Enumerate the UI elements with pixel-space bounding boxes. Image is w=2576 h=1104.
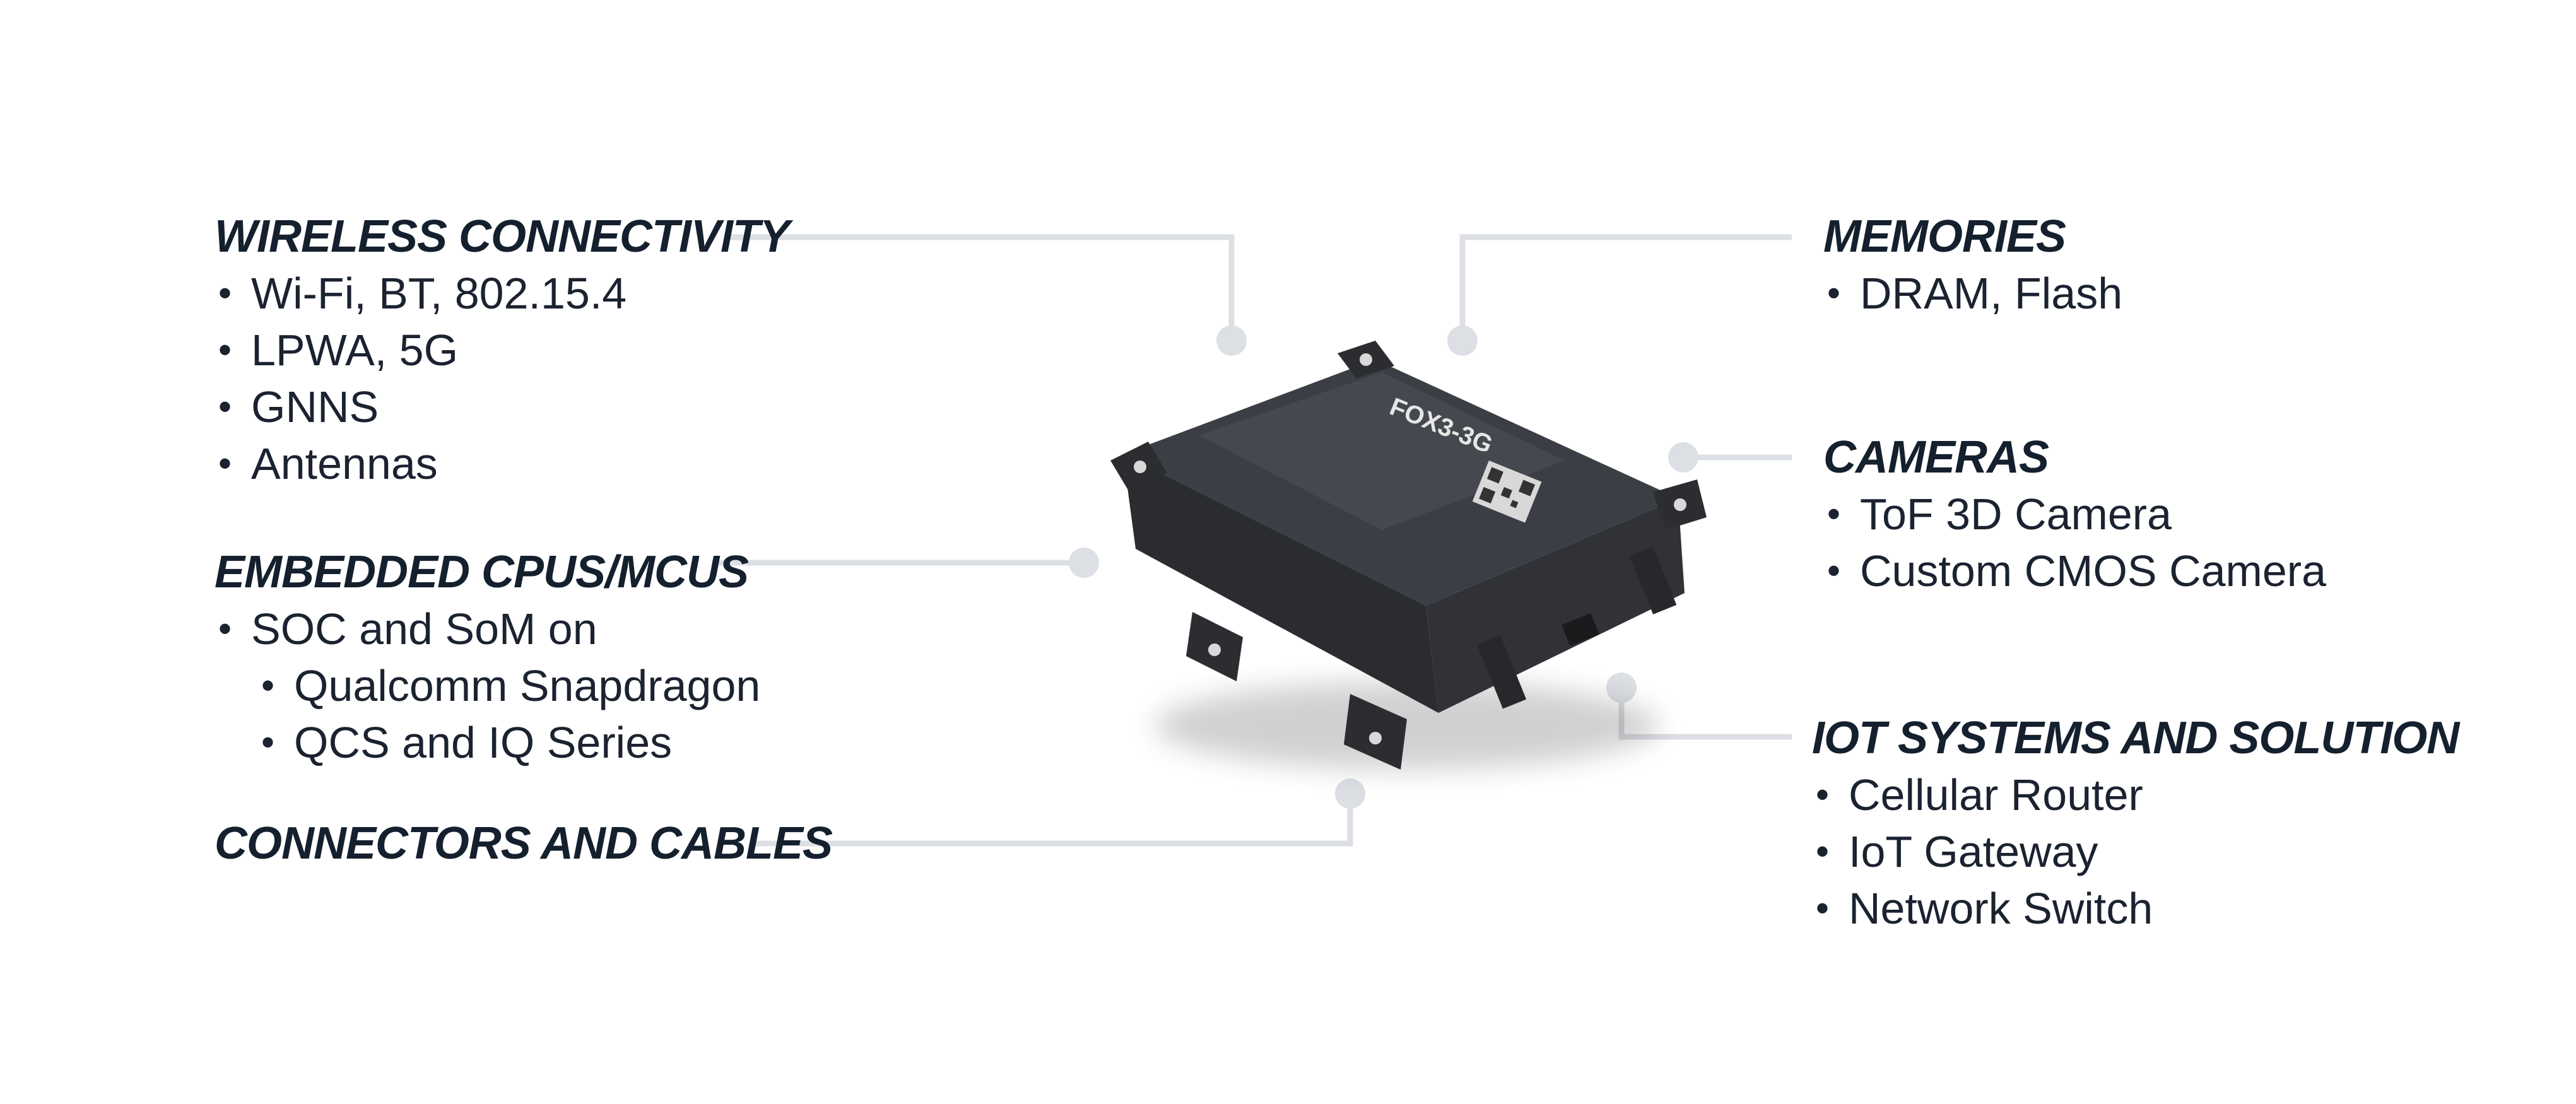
connector-connectors bbox=[754, 794, 1353, 847]
list-item: •SOC and SoM on bbox=[215, 601, 760, 657]
section-cameras: CAMERAS •ToF 3D Camera •Custom CMOS Came… bbox=[1823, 429, 2326, 599]
list-item: •LPWA, 5G bbox=[215, 322, 789, 379]
dot-iot bbox=[1606, 672, 1637, 703]
bullet-icon: • bbox=[261, 664, 275, 707]
connector-wireless bbox=[729, 234, 1235, 341]
memories-title: MEMORIES bbox=[1823, 211, 2066, 262]
bullet-icon: • bbox=[218, 329, 232, 371]
list-item: •ToF 3D Camera bbox=[1823, 486, 2326, 543]
section-memories: MEMORIES •DRAM, Flash bbox=[1823, 208, 2122, 322]
embedded-title: EMBEDDED CPUS/MCUS bbox=[215, 547, 749, 597]
bullet-icon: • bbox=[1816, 887, 1830, 929]
bullet-icon: • bbox=[218, 272, 232, 314]
connectors-title: CONNECTORS AND CABLES bbox=[215, 818, 833, 869]
bullet-icon: • bbox=[1827, 272, 1841, 314]
iot-title: IOT SYSTEMS AND SOLUTION bbox=[1812, 713, 2459, 763]
section-iot: IOT SYSTEMS AND SOLUTION •Cellular Route… bbox=[1812, 710, 2459, 937]
wireless-title: WIRELESS CONNECTIVITY bbox=[215, 211, 790, 262]
bullet-icon: • bbox=[1816, 830, 1830, 872]
dot-cameras bbox=[1668, 442, 1698, 473]
section-wireless: WIRELESS CONNECTIVITY •Wi-Fi, BT, 802.15… bbox=[215, 208, 790, 492]
list-item: •Wi-Fi, BT, 802.15.4 bbox=[215, 265, 789, 322]
bullet-icon: • bbox=[218, 608, 232, 650]
dot-connectors bbox=[1335, 778, 1365, 809]
section-embedded: EMBEDDED CPUS/MCUS •SOC and SoM on •Qual… bbox=[215, 544, 760, 771]
list-item: •Custom CMOS Camera bbox=[1823, 543, 2326, 599]
qr-code-icon bbox=[1472, 461, 1542, 523]
section-connectors: CONNECTORS AND CABLES bbox=[215, 815, 833, 872]
bullet-icon: • bbox=[1816, 773, 1830, 816]
usb-port-icon bbox=[1561, 613, 1599, 647]
list-item: •DRAM, Flash bbox=[1823, 265, 2122, 322]
dot-embedded bbox=[1069, 548, 1099, 578]
bullet-icon: • bbox=[218, 442, 232, 484]
dot-wireless bbox=[1216, 326, 1247, 356]
cameras-title: CAMERAS bbox=[1823, 432, 2049, 483]
list-item: •Cellular Router bbox=[1812, 766, 2459, 823]
fox3-device-image: FOX3-3G bbox=[1110, 341, 1707, 770]
list-subitem: •QCS and IQ Series bbox=[257, 714, 760, 771]
bullet-icon: • bbox=[1827, 493, 1841, 535]
bullet-icon: • bbox=[261, 721, 275, 763]
list-subitem: •Qualcomm Snapdragon bbox=[257, 657, 760, 714]
dot-memories bbox=[1447, 326, 1478, 356]
list-item: •GNNS bbox=[215, 379, 789, 435]
list-item: •IoT Gateway bbox=[1812, 823, 2459, 880]
connector-memories bbox=[1459, 234, 1792, 341]
list-item: •Antennas bbox=[215, 435, 789, 492]
list-item: •Network Switch bbox=[1812, 880, 2459, 937]
bullet-icon: • bbox=[218, 385, 232, 428]
bullet-icon: • bbox=[1827, 549, 1841, 592]
